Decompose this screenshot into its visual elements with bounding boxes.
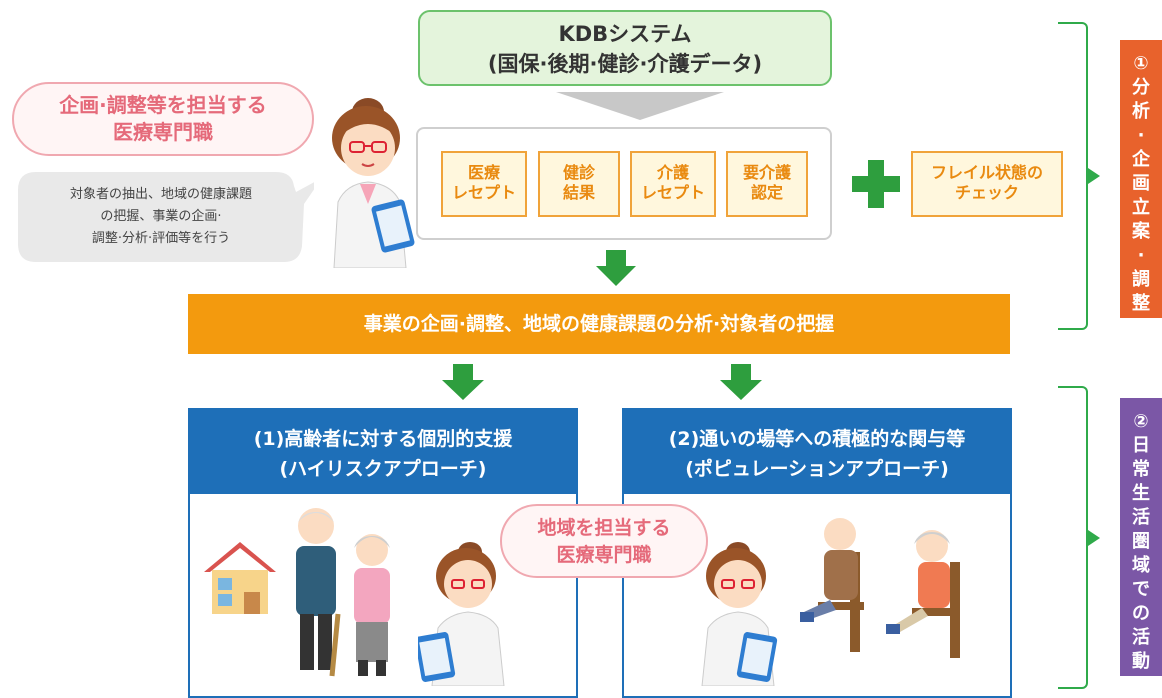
data-source-label: 認定 bbox=[750, 183, 783, 202]
speech-line: 調整·分析·評価等を行う bbox=[91, 231, 231, 246]
planning-role-bubble: 企画·調整等を担当する 医療専門職 bbox=[12, 82, 314, 156]
label-char: 立 bbox=[1132, 197, 1150, 218]
speech-line: 対象者の抽出、地域の健康課題 bbox=[69, 187, 252, 202]
green-down-arrow bbox=[720, 364, 762, 400]
label-char: 活 bbox=[1132, 507, 1150, 528]
label-char: 常 bbox=[1132, 459, 1150, 480]
panel-subtitle: (ハイリスクアプローチ) bbox=[279, 458, 487, 480]
label-char: 活 bbox=[1132, 627, 1150, 648]
data-source-label: 要介護 bbox=[742, 163, 791, 182]
label-char: 分 bbox=[1132, 77, 1150, 98]
main-process-bar: 事業の企画·調整、地域の健康課題の分析·対象者の把握 bbox=[188, 294, 1010, 354]
label-char: 域 bbox=[1132, 555, 1150, 576]
nurse-illustration bbox=[332, 98, 415, 268]
speech-line: の把握、事業の企画· bbox=[100, 209, 222, 224]
bracket-pointer bbox=[1088, 168, 1100, 184]
area-role-bubble: 地域を担当する 医療専門職 bbox=[500, 504, 708, 578]
label-char: 案 bbox=[1132, 221, 1150, 242]
label-char: 動 bbox=[1132, 651, 1150, 672]
label-char: 圏 bbox=[1132, 531, 1150, 552]
label-char: 企 bbox=[1132, 149, 1150, 170]
panel-title: (2)通いの場等への積極的な関与等 bbox=[668, 428, 966, 450]
label-char: 日 bbox=[1132, 435, 1150, 456]
label-char: · bbox=[1137, 125, 1145, 146]
label-char: 調 bbox=[1132, 269, 1150, 290]
data-source-label: 介護 bbox=[656, 163, 689, 182]
data-source-label: 医療 bbox=[467, 163, 500, 182]
bracket-planning bbox=[1058, 22, 1088, 330]
data-source-medical-receipt: 医療 レセプト bbox=[441, 151, 527, 217]
data-source-care-certification: 要介護 認定 bbox=[726, 151, 808, 217]
data-source-label: レセプト bbox=[451, 183, 516, 202]
speech-text: 対象者の抽出、地域の健康課題 の把握、事業の企画· 調整·分析·評価等を行う bbox=[30, 184, 292, 250]
role-line: 地域を担当する bbox=[537, 517, 671, 539]
data-source-checkup-result: 健診 結果 bbox=[538, 151, 620, 217]
area-nurse-illustration bbox=[418, 542, 505, 686]
kdb-system-box: KDBシステム (国保·後期·健診·介護データ) bbox=[418, 10, 832, 86]
exercising-elderly-illustration bbox=[800, 518, 960, 658]
green-down-arrow bbox=[596, 250, 636, 286]
frailty-label: フレイル状態の bbox=[930, 163, 1043, 182]
house-illustration bbox=[204, 542, 276, 614]
bracket-activity bbox=[1058, 386, 1088, 689]
panel-header: (2)通いの場等への積極的な関与等 (ポピュレーションアプローチ) bbox=[624, 410, 1010, 494]
label-daily-area-activity: ② 日 常 生 活 圏 域 で の 活 動 bbox=[1120, 398, 1162, 676]
label-char: 画 bbox=[1132, 173, 1150, 194]
panel-subtitle: (ポピュレーションアプローチ) bbox=[685, 458, 949, 480]
role-line: 企画·調整等を担当する bbox=[59, 93, 267, 117]
data-source-label: 健診 bbox=[562, 163, 595, 182]
label-number: ② bbox=[1133, 411, 1149, 432]
panel-title: (1)高齢者に対する個別的支援 bbox=[253, 428, 513, 450]
elderly-couple-illustration bbox=[296, 508, 390, 677]
label-char: 析 bbox=[1132, 101, 1150, 122]
area-nurse-illustration-2 bbox=[701, 542, 778, 686]
label-char: 生 bbox=[1132, 483, 1150, 504]
label-char: で bbox=[1132, 579, 1150, 600]
kdb-title: KDBシステム bbox=[558, 22, 692, 46]
plus-icon-bar bbox=[852, 176, 900, 192]
data-source-care-receipt: 介護 レセプト bbox=[630, 151, 716, 217]
kdb-subtitle: (国保·後期·健診·介護データ) bbox=[487, 52, 763, 76]
label-char: の bbox=[1132, 603, 1150, 624]
data-source-label: レセプト bbox=[640, 183, 705, 202]
role-line: 医療専門職 bbox=[113, 120, 213, 144]
frailty-check-box: フレイル状態の チェック bbox=[911, 151, 1063, 217]
bracket-pointer bbox=[1088, 530, 1100, 546]
role-line: 医療専門職 bbox=[556, 544, 652, 566]
green-down-arrow bbox=[442, 364, 484, 400]
data-source-label: 結果 bbox=[562, 183, 595, 202]
gray-down-arrow bbox=[556, 92, 724, 120]
panel-header: (1)高齢者に対する個別的支援 (ハイリスクアプローチ) bbox=[190, 410, 576, 494]
label-analysis-planning: ① 分 析 · 企 画 立 案 · 調 整 bbox=[1120, 40, 1162, 318]
label-char: 整 bbox=[1132, 293, 1150, 314]
label-number: ① bbox=[1133, 53, 1149, 74]
label-char: · bbox=[1137, 245, 1145, 266]
frailty-label: チェック bbox=[954, 183, 1019, 202]
speech-bubble bbox=[18, 172, 314, 262]
